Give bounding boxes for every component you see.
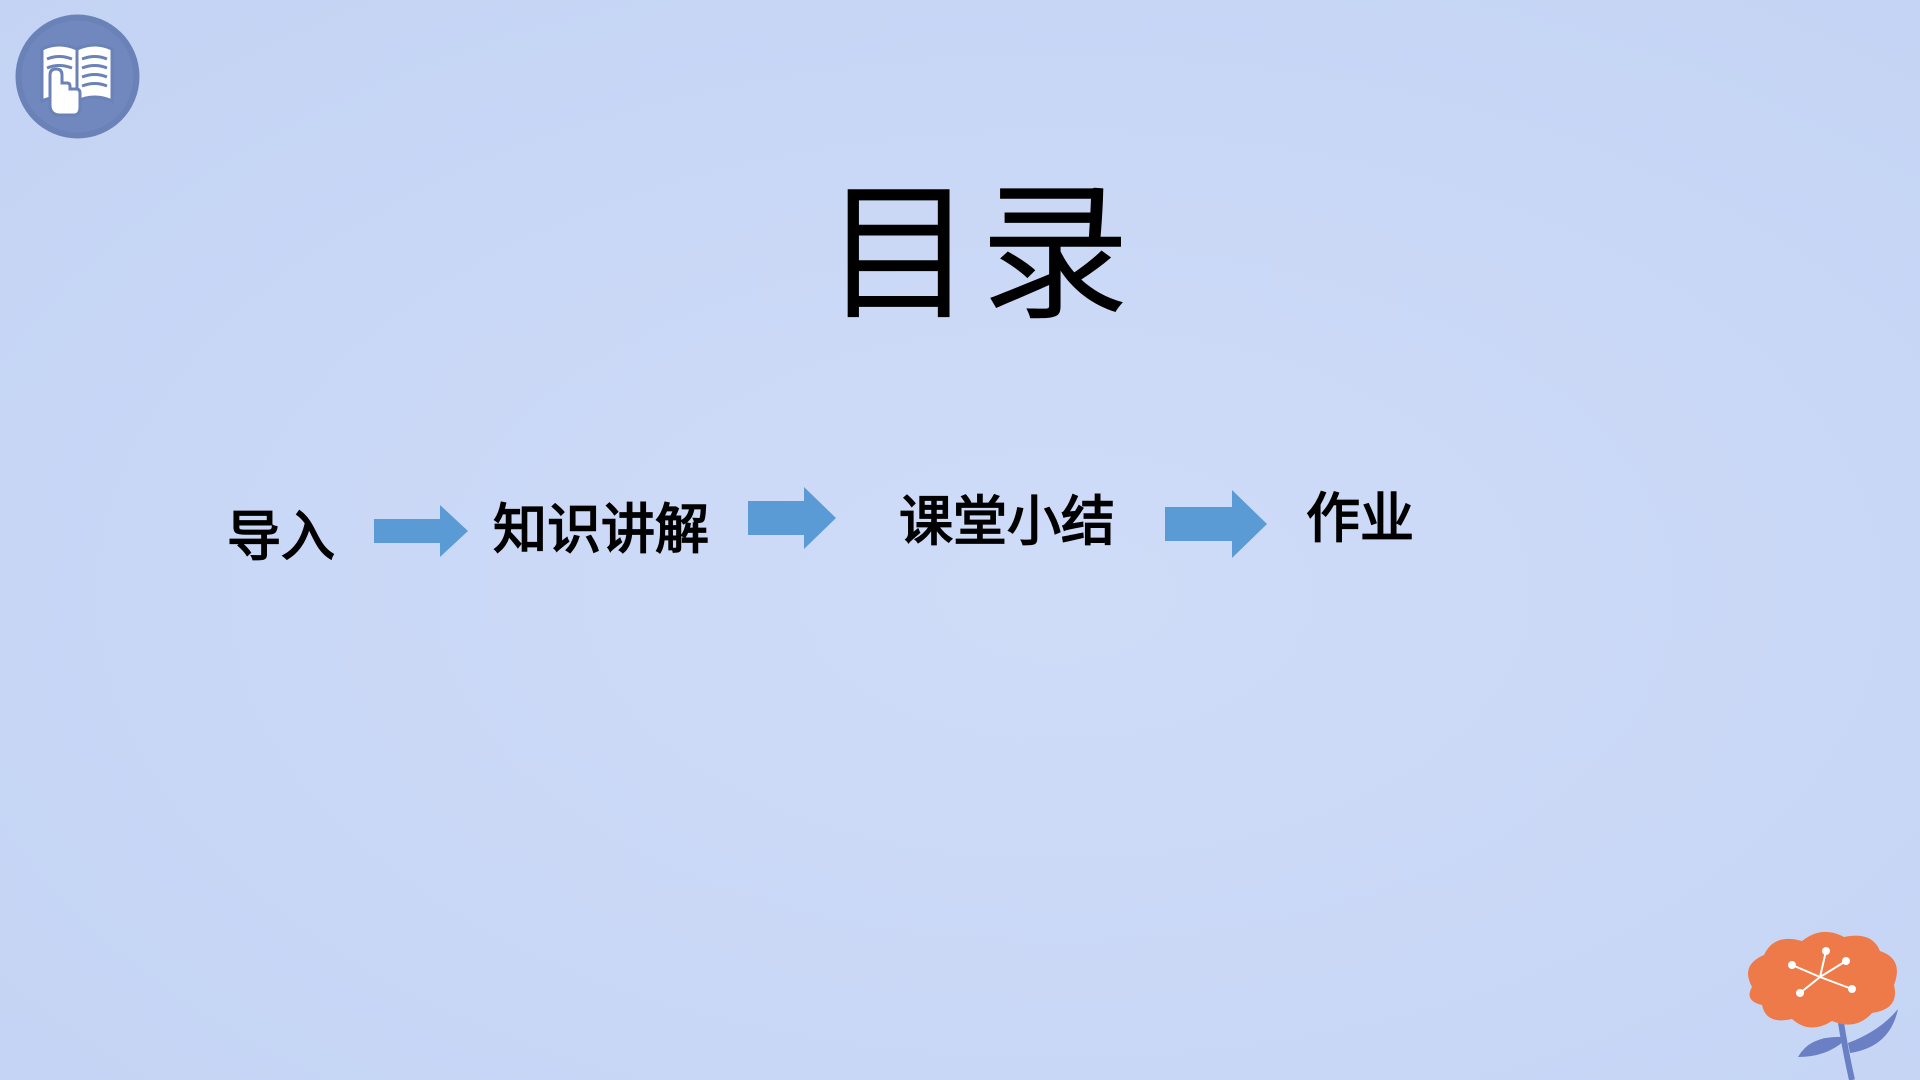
step-knowledge: 知识讲解: [493, 498, 709, 561]
step-intro: 导入: [227, 505, 335, 568]
page-title: 目录: [823, 168, 1136, 342]
right-arrow-icon: [374, 505, 468, 557]
step-summary: 课堂小结: [899, 490, 1115, 553]
flower-decoration-icon: [1748, 931, 1898, 1080]
step-homework: 作业: [1306, 487, 1414, 550]
right-arrow-icon: [748, 487, 836, 549]
open-book-hand-icon: [15, 14, 140, 139]
right-arrow-icon: [1165, 490, 1267, 558]
